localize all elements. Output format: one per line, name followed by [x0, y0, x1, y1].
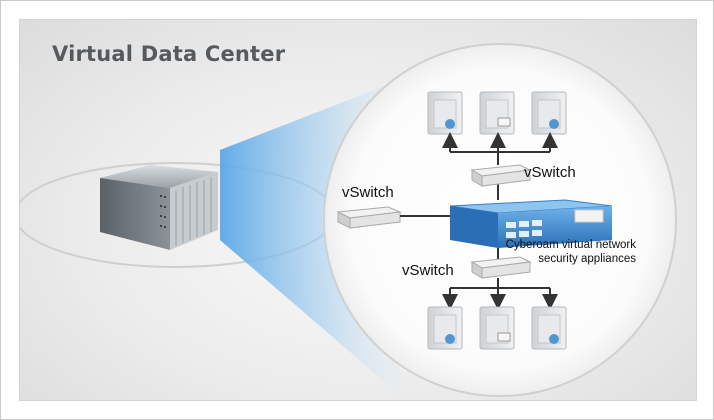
appliance-label-line1: Cyberoam virtual network	[505, 239, 636, 251]
tower-server-icon	[427, 306, 463, 350]
switch-icon	[470, 164, 532, 187]
switch-icon	[470, 256, 532, 279]
tower-server-icon	[531, 91, 567, 135]
security-appliance-icon	[449, 199, 613, 248]
appliance-label-line2: security appliances	[538, 253, 636, 265]
top-connections	[442, 132, 558, 200]
vswitch-bottom-label: vSwitch	[402, 262, 454, 279]
switch-icon	[336, 206, 402, 229]
diagram-title: Virtual Data Center	[52, 42, 286, 66]
vswitch-top-label: vSwitch	[524, 164, 576, 181]
tower-server-icon	[531, 306, 567, 350]
bottom-connections	[442, 278, 558, 310]
tower-server-icon	[479, 91, 515, 135]
vswitch-left-label: vSwitch	[342, 184, 394, 201]
tower-server-icon	[479, 306, 515, 350]
tower-server-icon	[427, 91, 463, 135]
appliance-label: Cyberoam virtual network security applia…	[506, 238, 636, 266]
server-rack-icon	[100, 165, 218, 250]
diagram-canvas	[20, 43, 677, 397]
diagram-panel: Virtual Data Center vSwitch vSwitch vSwi…	[19, 19, 697, 401]
